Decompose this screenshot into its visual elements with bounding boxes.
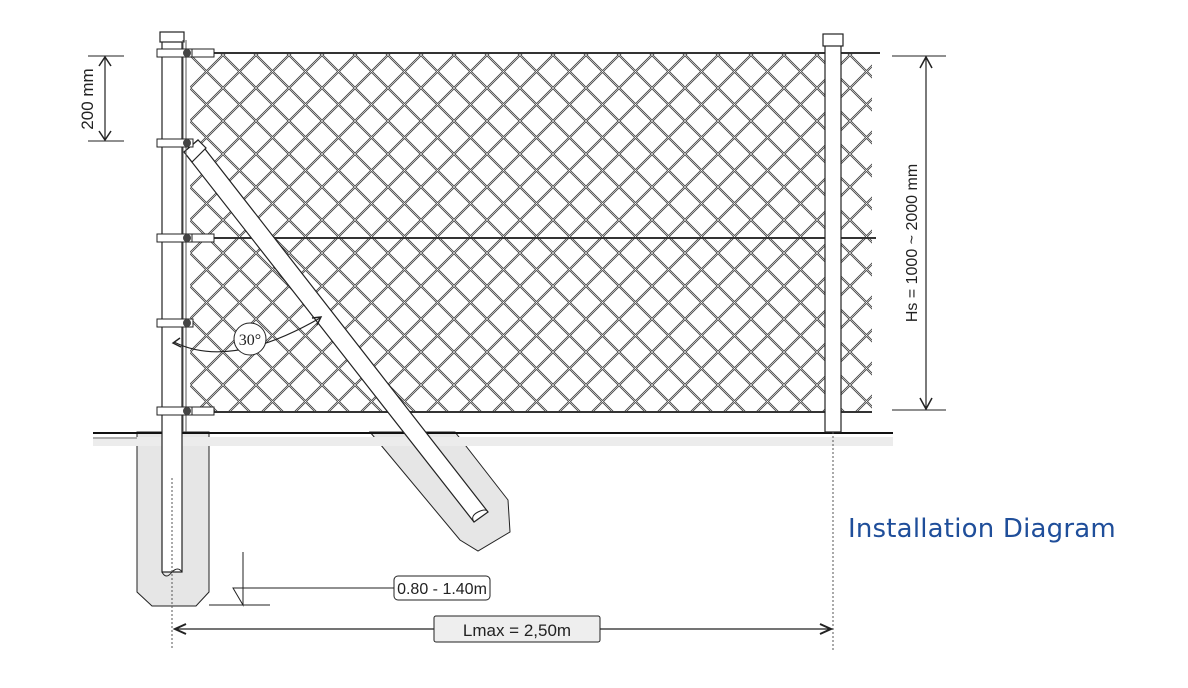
fence-height-label: Hs = 1000 ~ 2000 mm [904, 164, 921, 322]
brace-angle-label: 30° [239, 332, 261, 349]
dimension-wire-spacing: 200 mm [78, 55, 124, 142]
dimension-footing-depth: 0.80 - 1.40m [209, 552, 491, 607]
chain-link-mesh [190, 53, 872, 413]
brace-angle-annotation: 30° [171, 316, 323, 356]
diagram-title: Installation Diagram [848, 514, 1116, 544]
dimension-fence-height: Hs = 1000 ~ 2000 mm [892, 55, 946, 411]
dimension-post-spacing: Lmax = 2,50m [172, 615, 834, 643]
post-right [822, 33, 844, 433]
post-clamps [156, 48, 215, 416]
post-spacing-label: Lmax = 2,50m [463, 621, 571, 640]
footing-depth-label: 0.80 - 1.40m [397, 581, 487, 598]
post-left [159, 31, 187, 577]
wire-spacing-label: 200 mm [78, 68, 97, 129]
ground-line [93, 432, 893, 446]
